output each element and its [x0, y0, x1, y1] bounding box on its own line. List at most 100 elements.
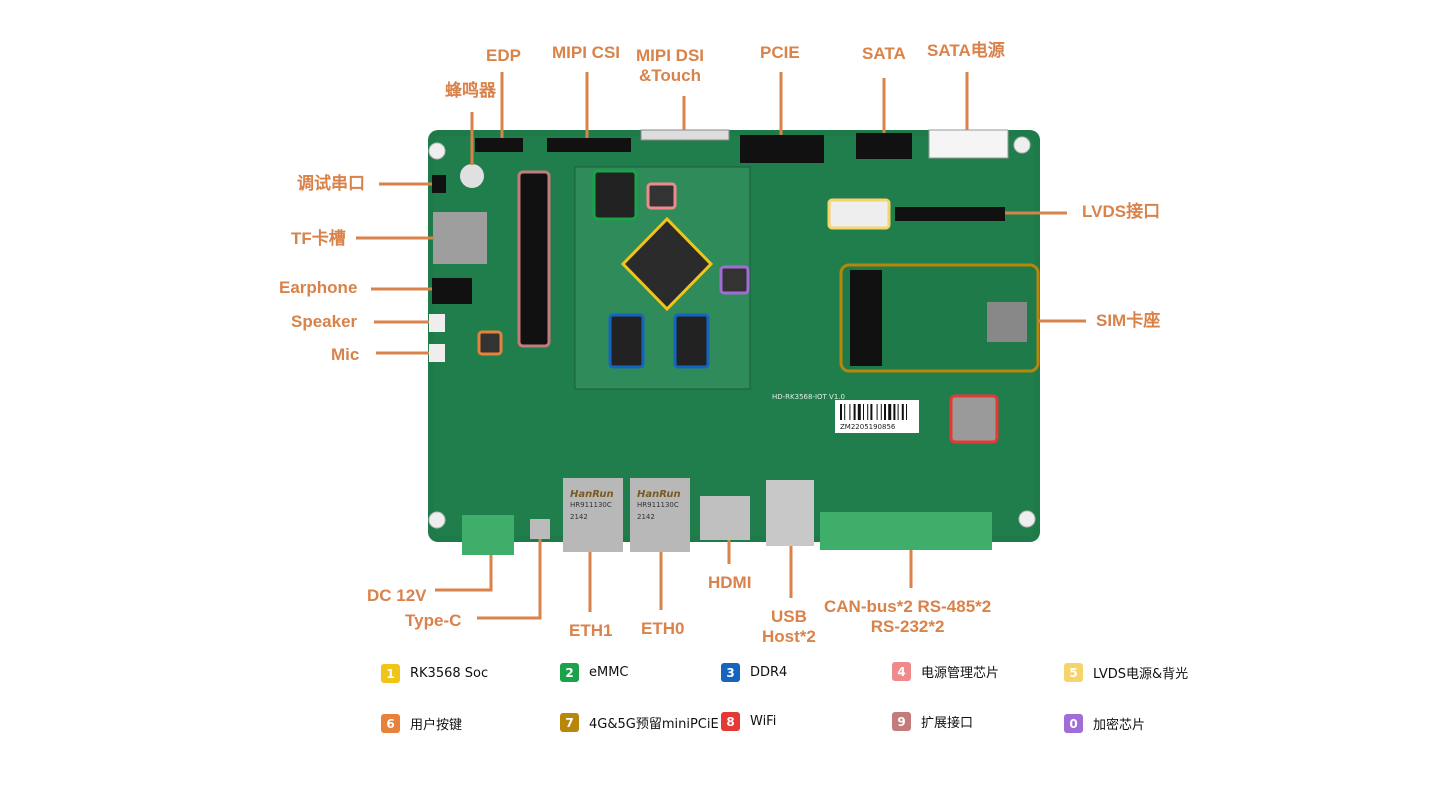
ddr4-chip — [608, 313, 645, 369]
legend-label: 加密芯片 — [1093, 718, 1146, 733]
lvds-power-connector — [827, 198, 891, 230]
mipi-dsi-connector — [640, 129, 730, 141]
tf-slot-label: TF卡槽 — [291, 229, 346, 248]
jack-brand: HanRun — [637, 489, 681, 500]
legend-label: 电源管理芯片 — [921, 666, 1000, 681]
earphone-label: Earphone — [279, 278, 358, 297]
barcode-bar — [840, 404, 842, 420]
edp-label: EDP — [486, 46, 521, 65]
legend-item: 8 WiFi — [721, 712, 776, 731]
jack-brand: HanRun — [570, 489, 614, 500]
legend-label: 扩展接口 — [921, 716, 974, 731]
sim-label: SIM卡座 — [1096, 311, 1161, 330]
speaker-connector — [429, 314, 445, 332]
mounting-hole — [428, 511, 446, 529]
mounting-hole — [428, 142, 446, 160]
legend-label: 用户按键 — [410, 718, 463, 733]
legend-item: 9 扩展接口 — [892, 712, 973, 731]
barcode-bar — [897, 404, 899, 420]
leader-lines — [356, 72, 1086, 620]
legend-label: RK3568 Soc — [410, 666, 489, 681]
sata-label: SATA — [862, 44, 906, 63]
mipi-csi-connector — [547, 138, 631, 152]
dc-connector — [462, 515, 514, 555]
barcode-bar — [884, 404, 886, 420]
mipi-csi-label: MIPI CSI — [552, 43, 621, 62]
minipcie-slot — [839, 263, 1040, 373]
typec-port — [530, 519, 550, 539]
jack-part: HR911130C — [637, 501, 679, 509]
hdmi-port — [700, 496, 750, 540]
barcode-bar — [863, 404, 864, 420]
legend-number-badge: 1 — [381, 664, 400, 683]
legend-label: DDR4 — [750, 665, 788, 680]
barcode-bar — [880, 404, 882, 420]
barcode-bar — [906, 404, 907, 420]
earphone-jack — [432, 278, 472, 304]
sata-connector — [856, 133, 912, 159]
board-model: HD-RK3568-IOT V1.0 — [772, 393, 845, 401]
barcode-bar — [844, 404, 846, 420]
lvds-label: LVDS接口 — [1082, 202, 1161, 221]
legend-number-badge: 8 — [721, 712, 740, 731]
lvds-connector — [895, 207, 1005, 221]
barcode-bar — [857, 404, 861, 420]
typec-label: Type-C — [405, 611, 462, 630]
mic-label: Mic — [331, 345, 360, 364]
soc-chip — [620, 216, 714, 312]
buzzer-label: 蜂鸣器 — [445, 81, 496, 100]
crypto-chip — [719, 265, 750, 295]
pcie-slot — [740, 135, 824, 163]
ddr4-chip — [673, 313, 710, 369]
sata-power-connector — [928, 129, 1009, 159]
eth0-label: ETH0 — [641, 619, 685, 638]
barcode-bar — [870, 404, 873, 420]
legend-number-badge: 9 — [892, 712, 911, 731]
terminal-block — [820, 512, 992, 550]
can-label: CAN-bus*2 RS-485*2 RS-232*2 — [824, 597, 992, 637]
jack-date: 2142 — [637, 513, 655, 521]
barcode-bar — [888, 404, 892, 420]
eth1-jack — [563, 478, 623, 552]
legend-label: eMMC — [589, 665, 629, 680]
legend-number-badge: 5 — [1064, 663, 1083, 682]
tf-slot — [433, 212, 487, 264]
wifi-module — [949, 394, 999, 444]
barcode-bar — [853, 404, 856, 420]
user-button — [477, 330, 503, 356]
debug-uart-label: 调试串口 — [297, 174, 365, 193]
serial-number: ZM2205190856 — [840, 423, 896, 431]
legend-label: 4G&5G预留miniPCiE — [589, 717, 719, 732]
expansion-header — [517, 170, 551, 348]
dc-label: DC 12V — [367, 586, 427, 605]
hdmi-label: HDMI — [708, 573, 752, 592]
legend-label: LVDS电源&背光 — [1093, 667, 1189, 682]
debug-uart-header — [432, 175, 446, 193]
barcode-bar — [867, 404, 869, 420]
eth1-label: ETH1 — [569, 621, 613, 640]
jack-part: HR911130C — [570, 501, 612, 509]
legend-item: 5 LVDS电源&背光 — [1064, 663, 1188, 682]
jack-date: 2142 — [570, 513, 588, 521]
usb-label: USB Host*2 — [762, 607, 816, 647]
sata-power-label: SATA电源 — [927, 41, 1005, 60]
edp-connector — [475, 138, 523, 152]
mounting-hole — [1013, 136, 1031, 154]
legend-label: WiFi — [750, 714, 777, 729]
usb-ports — [766, 480, 814, 546]
emmc-chip — [592, 169, 638, 221]
sim-slot — [987, 302, 1027, 342]
barcode-bar — [876, 404, 878, 420]
legend-number-badge: 0 — [1064, 714, 1083, 733]
speaker-label: Speaker — [291, 312, 358, 331]
mipi-dsi-label: MIPI DSI &Touch — [636, 46, 705, 86]
eth0-jack — [630, 478, 690, 552]
buzzer — [460, 164, 484, 188]
